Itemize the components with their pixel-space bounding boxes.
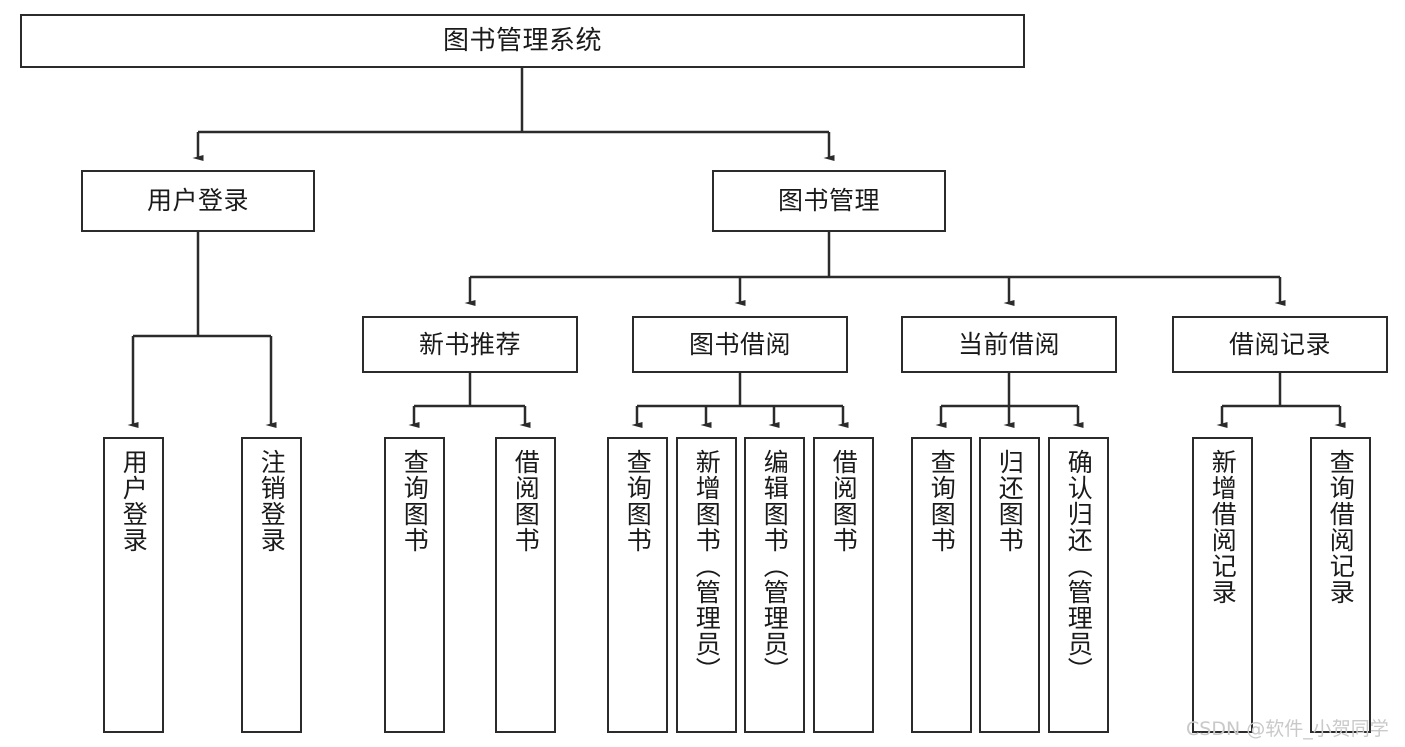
node-borrow-record[interactable]: 借阅记录: [1172, 316, 1388, 373]
node-leaf-confirm-return[interactable]: 确认归还（管理员）: [1048, 437, 1109, 733]
node-leaf-borrow-book-2[interactable]: 借阅图书: [813, 437, 874, 733]
node-root-label: 图书管理系统: [442, 25, 602, 56]
node-leaf-add-record-label: 新增借阅记录: [1208, 449, 1238, 605]
node-leaf-query-book-3-label: 查询图书: [927, 449, 957, 553]
node-leaf-borrow-book-1-label: 借阅图书: [511, 449, 541, 553]
node-leaf-logout-login-label: 注销登录: [257, 449, 287, 553]
node-borrow-record-label: 借阅记录: [1228, 329, 1331, 359]
node-leaf-add-book[interactable]: 新增图书（管理员）: [676, 437, 737, 733]
node-leaf-query-record[interactable]: 查询借阅记录: [1310, 437, 1371, 733]
node-leaf-query-record-label: 查询借阅记录: [1326, 449, 1356, 605]
node-current-borrow-label: 当前借阅: [957, 329, 1060, 359]
node-leaf-logout-login[interactable]: 注销登录: [241, 437, 302, 733]
node-current-borrow[interactable]: 当前借阅: [901, 316, 1117, 373]
node-user-login[interactable]: 用户登录: [81, 170, 315, 232]
csdn-watermark: CSDN @软件_小贺同学: [1186, 718, 1389, 740]
node-leaf-return-book[interactable]: 归还图书: [979, 437, 1040, 733]
node-leaf-borrow-book-2-label: 借阅图书: [829, 449, 859, 553]
node-leaf-query-book-2[interactable]: 查询图书: [607, 437, 668, 733]
node-leaf-user-login-label: 用户登录: [119, 449, 149, 553]
node-leaf-edit-book[interactable]: 编辑图书（管理员）: [744, 437, 805, 733]
node-leaf-query-book-3[interactable]: 查询图书: [911, 437, 972, 733]
node-leaf-borrow-book-1[interactable]: 借阅图书: [495, 437, 556, 733]
node-book-manage[interactable]: 图书管理: [712, 170, 946, 232]
node-leaf-add-record[interactable]: 新增借阅记录: [1192, 437, 1253, 733]
node-leaf-query-book-1[interactable]: 查询图书: [384, 437, 445, 733]
node-leaf-query-book-1-label: 查询图书: [400, 449, 430, 553]
node-leaf-add-book-label: 新增图书（管理员）: [692, 449, 722, 683]
node-leaf-query-book-2-label: 查询图书: [623, 449, 653, 553]
node-root[interactable]: 图书管理系统: [20, 14, 1025, 68]
node-book-borrow[interactable]: 图书借阅: [632, 316, 848, 373]
node-leaf-user-login[interactable]: 用户登录: [103, 437, 164, 733]
node-leaf-edit-book-label: 编辑图书（管理员）: [760, 449, 790, 683]
node-leaf-confirm-return-label: 确认归还（管理员）: [1064, 449, 1094, 683]
node-new-book-recommend[interactable]: 新书推荐: [362, 316, 578, 373]
node-leaf-return-book-label: 归还图书: [995, 449, 1025, 553]
node-user-login-label: 用户登录: [146, 186, 249, 216]
node-book-manage-label: 图书管理: [777, 186, 880, 216]
node-book-borrow-label: 图书借阅: [688, 329, 791, 359]
node-new-book-recommend-label: 新书推荐: [418, 329, 521, 359]
